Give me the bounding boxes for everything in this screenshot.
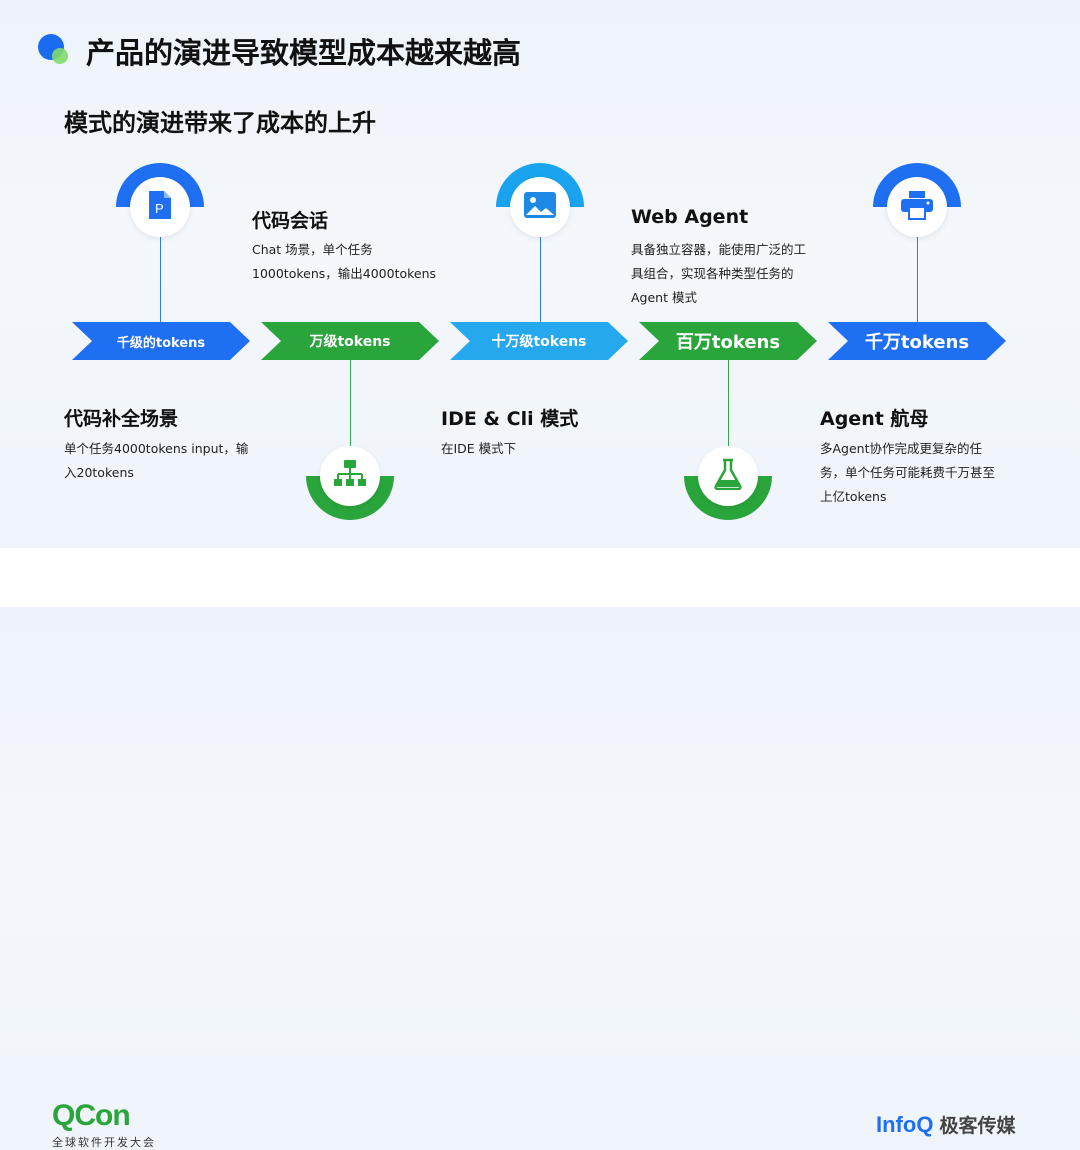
stage-3-desc: 在IDE 模式下 [441, 441, 517, 456]
stage-1-arrow: 千级的tokens [72, 322, 250, 360]
flowchart-icon [333, 459, 367, 493]
qcon-subtitle: 全球软件开发大会 [52, 1136, 156, 1149]
document-icon: P [146, 189, 174, 225]
stage-3-node [496, 163, 584, 251]
connector-3 [540, 228, 541, 322]
connector-4 [728, 360, 729, 452]
qcon-wordmark: QCon [52, 1099, 131, 1132]
stage-2-arrow: 万级tokens [261, 322, 439, 360]
title-bullet-icon [38, 34, 72, 68]
flask-icon [713, 458, 743, 494]
stage-4-heading: Web Agent [631, 206, 749, 228]
slide: 产品的演进导致模型成本越来越高 模式的演进带来了成本的上升 P [0, 0, 1080, 548]
stage-4-node [684, 432, 772, 520]
infoq-chinese-name: 极客传媒 [939, 1115, 1016, 1137]
stage-5-heading: Agent 航母 [820, 408, 929, 430]
stage-1-heading: 代码补全场景 [64, 408, 179, 430]
qcon-logo: QCon 全球软件开发大会 [52, 1100, 156, 1150]
page-title: 产品的演进导致模型成本越来越高 [86, 36, 522, 70]
stage-5-desc: 多Agent协作完成更复杂的任务，单个任务可能耗费千万甚至上亿tokens [820, 441, 996, 504]
stage-1-desc: 单个任务4000tokens input，输入20tokens [64, 441, 249, 480]
svg-text:P: P [155, 201, 164, 216]
stage-5-node [873, 163, 961, 251]
connector-1 [160, 228, 161, 322]
stage-5-arrow: 千万tokens [828, 322, 1006, 360]
stage-2-heading: 代码会话 [252, 210, 329, 232]
infoq-logo: InfoQ 极客传媒 [876, 1111, 1015, 1138]
stage-3-heading: IDE & Cli 模式 [441, 408, 579, 430]
printer-icon [900, 190, 934, 224]
footer: QCon 全球软件开发大会 InfoQ 极客传媒 [0, 548, 1080, 1149]
stage-3-arrow: 十万级tokens [450, 322, 628, 360]
stage-2-node [306, 432, 394, 520]
infoq-wordmark: InfoQ [876, 1111, 934, 1137]
connector-5 [917, 228, 918, 322]
stage-4-arrow: 百万tokens [639, 322, 817, 360]
connector-2 [350, 360, 351, 452]
stage-1-node: P [116, 163, 204, 251]
image-icon [523, 191, 557, 223]
page-subtitle: 模式的演进带来了成本的上升 [64, 109, 376, 137]
